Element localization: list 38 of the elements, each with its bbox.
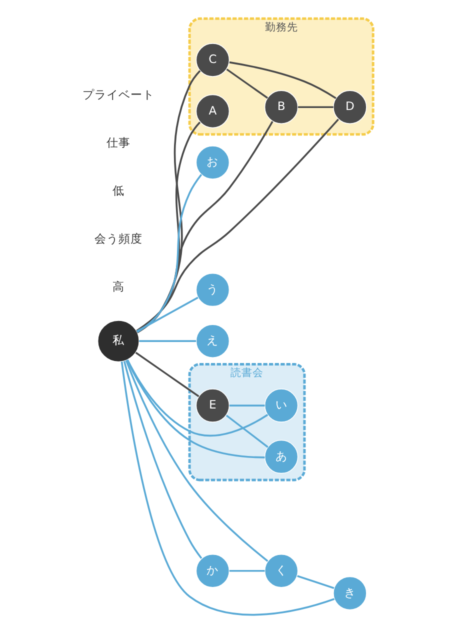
connector <box>124 360 268 562</box>
connector <box>126 359 268 437</box>
connector <box>228 61 336 99</box>
connector <box>136 118 339 332</box>
label: 低 <box>112 184 124 198</box>
node-circle: B <box>264 90 298 124</box>
connector <box>136 296 198 332</box>
node-circle: あ <box>264 440 298 474</box>
connector <box>136 174 202 333</box>
label: 高 <box>112 279 124 294</box>
node-circle: く <box>264 554 298 588</box>
connector <box>228 570 264 572</box>
node-circle: D <box>332 90 366 124</box>
connector <box>296 575 334 590</box>
node-circle: う <box>195 272 230 307</box>
node-circle: お <box>195 146 230 180</box>
connector <box>225 414 268 448</box>
connector <box>136 122 200 334</box>
node-circle: き <box>332 576 366 610</box>
connector <box>136 70 200 334</box>
label: 仕事 <box>106 136 130 150</box>
connector <box>120 361 334 616</box>
connector <box>126 360 264 458</box>
connector <box>226 68 268 99</box>
label: 会う頻度 <box>94 231 142 246</box>
connector <box>138 340 196 342</box>
connector <box>228 404 264 406</box>
label: プライベート <box>82 88 154 102</box>
connector <box>122 360 202 559</box>
node-circle: 私 <box>96 320 140 362</box>
node-circle: E <box>195 388 230 422</box>
node-circle: C <box>195 43 230 77</box>
node-circle: A <box>195 94 230 128</box>
connector <box>134 352 199 398</box>
connector <box>298 106 333 108</box>
node-circle: え <box>195 324 230 358</box>
node-circle: か <box>195 554 230 588</box>
node-circle: い <box>264 388 298 422</box>
